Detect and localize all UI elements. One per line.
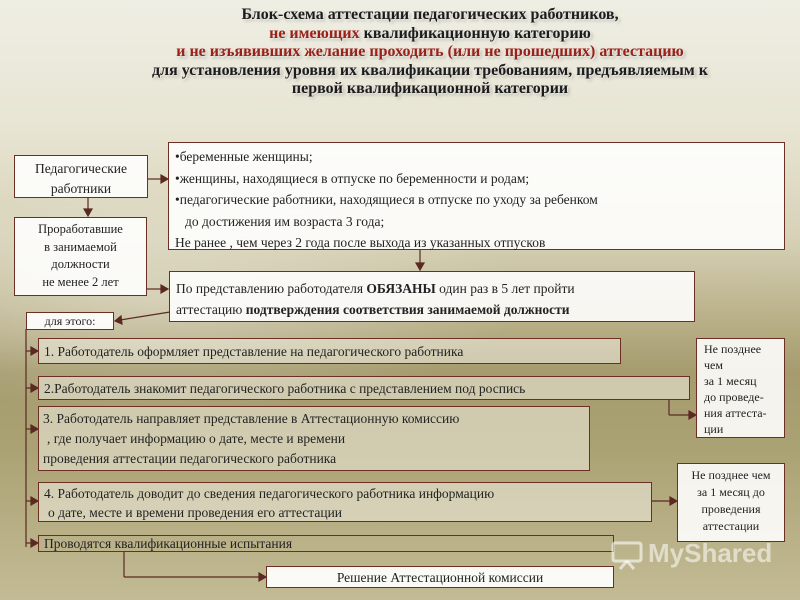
worked-line-4: не менее 2 лет — [42, 274, 119, 289]
step-2-box: 2.Работодатель знакомит педагогического … — [38, 376, 690, 400]
for-this-label: для этого: — [44, 314, 96, 328]
step-4-line-2: о дате, месте и времени проведения его а… — [48, 505, 343, 520]
category-item-childcare-cont: до достижения им возраста 3 года; — [185, 213, 385, 229]
title-line-2-rest: квалификационную категорию — [359, 24, 591, 42]
deadline-2-line-4: аттестации — [702, 519, 760, 533]
watermark-text: MyShared — [648, 538, 773, 568]
title-line-2: не имеющих квалификационную категорию — [80, 25, 780, 44]
step-4-line-1: 4. Работодатель доводит до сведения педа… — [44, 486, 495, 501]
category-item-maternity: •женщины, находящиеся в отпуске по берем… — [175, 170, 530, 186]
title-line-3: и не изъявивших желание проходить (или н… — [176, 43, 684, 60]
decision-box: Решение Аттестационной комиссии — [266, 566, 614, 588]
worked-line-3: должности — [51, 257, 110, 271]
deadline-1-line-3: за 1 месяц — [704, 374, 757, 388]
obligation-line-2: аттестацию подтверждения соответствия за… — [176, 299, 694, 320]
deadline-box-1: Не позднее чем за 1 месяц до проведе- ни… — [696, 338, 785, 438]
deadline-box-2: Не позднее чем за 1 месяц до проведения … — [677, 463, 785, 542]
step-3-line-2: , где получает информацию о дате, месте … — [47, 431, 346, 446]
category-note: Не ранее , чем через 2 года после выхода… — [175, 235, 546, 250]
deadline-2-line-1: Не позднее чем — [691, 468, 771, 482]
category-item-pregnant: •беременные женщины; — [175, 149, 313, 164]
obligation-box: По представлению работодателя ОБЯЗАНЫ од… — [169, 271, 695, 322]
deadline-1-line-6: ции — [704, 422, 724, 436]
worked-line-2: в занимаемой — [44, 239, 117, 254]
deadline-1-line-5: ния аттеста- — [704, 406, 767, 420]
deadline-1-line-2: чем — [704, 358, 723, 372]
exempt-categories-box: •беременные женщины; •женщины, находящие… — [168, 142, 785, 250]
category-item-childcare: •педагогические работники, находящиеся в… — [175, 192, 598, 207]
step-3-line-3: проведения аттестации педагогического ра… — [43, 451, 337, 466]
obligation-line-1-pre: По представлению работодателя — [176, 281, 367, 296]
pedagogical-workers-line-2: работники — [50, 180, 112, 196]
title-line-1: Блок-схема аттестации педагогических раб… — [241, 6, 619, 23]
step-2-text: 2.Работодатель знакомит педагогического … — [44, 381, 526, 396]
for-this-box: для этого: — [26, 312, 114, 330]
deadline-1-line-1: Не позднее — [704, 342, 762, 356]
obligation-emphasis: подтверждения соответствия занимаемой до… — [245, 302, 570, 317]
obligation-line-2-pre: аттестацию — [176, 302, 246, 317]
pedagogical-workers-line-1: Педагогические — [34, 161, 128, 176]
deadline-2-line-2: за 1 месяц до — [697, 485, 765, 499]
deadline-1-line-4: до проведе- — [704, 390, 764, 404]
title-line-5: первой квалификационной категории — [291, 80, 569, 97]
page-title: Блок-схема аттестации педагогических раб… — [80, 6, 780, 99]
step-1-box: 1. Работодатель оформляет представление … — [38, 338, 621, 364]
deadline-2-line-3: проведения — [701, 502, 761, 516]
worked-line-1: Проработавшие — [38, 222, 123, 236]
pedagogical-workers-box: Педагогические работники — [14, 155, 148, 198]
step-4-box: 4. Работодатель доводит до сведения педа… — [38, 482, 652, 522]
presentation-icon — [611, 541, 643, 570]
obligation-line-1: По представлению работодателя ОБЯЗАНЫ од… — [176, 278, 694, 299]
obligation-keyword: ОБЯЗАНЫ — [366, 281, 436, 296]
decision-text: Решение Аттестационной комиссии — [336, 570, 544, 585]
step-3-box: 3. Работодатель направляет представление… — [38, 406, 590, 471]
title-line-4: для установления уровня их квалификации … — [152, 61, 708, 79]
step-3-line-1: 3. Работодатель направляет представление… — [43, 411, 460, 426]
step-1-text: 1. Работодатель оформляет представление … — [44, 344, 464, 359]
step-5-box: Проводятся квалификационные испытания — [38, 535, 614, 552]
step-5-text: Проводятся квалификационные испытания — [44, 536, 293, 551]
worked-two-years-box: Проработавшие в занимаемой должности не … — [14, 217, 147, 296]
obligation-line-1-post: один раз в 5 лет пройти — [435, 281, 575, 296]
watermark-logo: MyShared — [610, 536, 780, 572]
title-highlight: не имеющих — [269, 24, 360, 42]
